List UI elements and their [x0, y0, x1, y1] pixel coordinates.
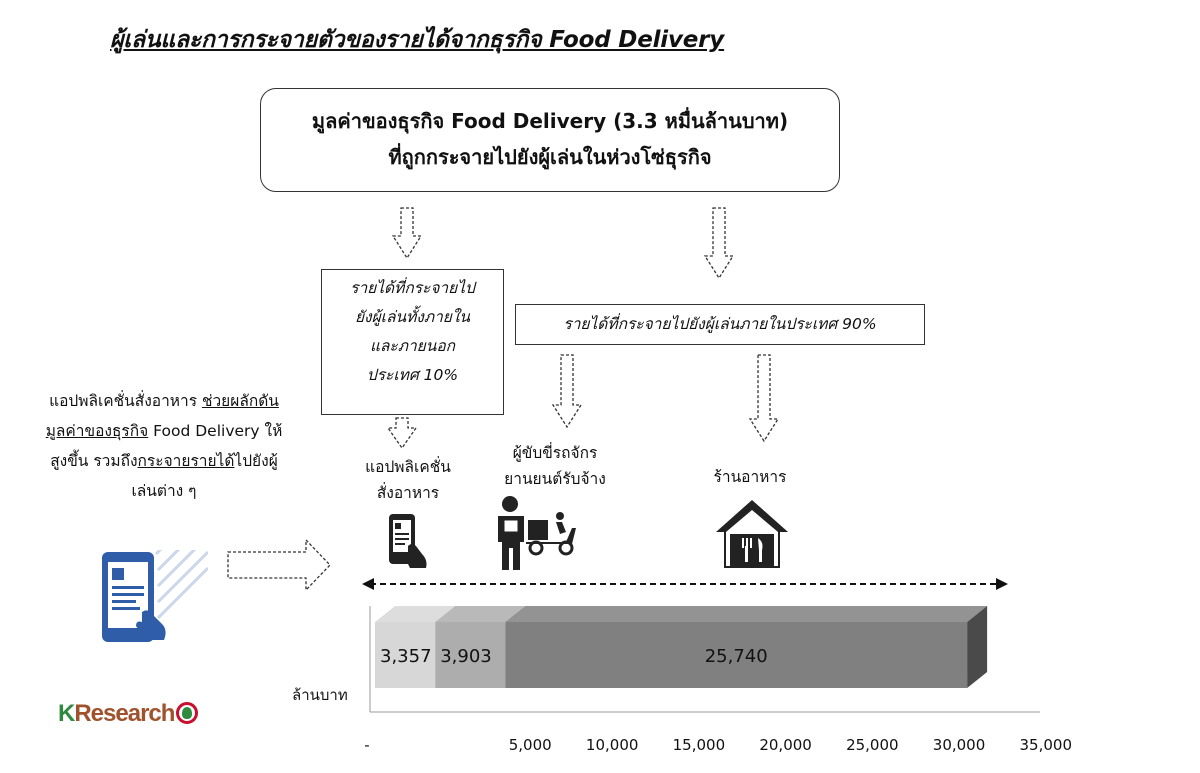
x-tick-label: 15,000	[673, 736, 726, 754]
down-arrow-2	[703, 207, 735, 280]
bar-data-label-3: 25,740	[705, 646, 768, 667]
abroad-share-box: รายได้ที่กระจายไป ยังผู้เล่นทั้งภายใน แล…	[321, 269, 504, 415]
down-arrow-3	[551, 354, 583, 429]
logo-text: Research	[74, 700, 175, 727]
player-label-restaurant: ร้านอาหาร	[713, 468, 787, 486]
logo-emblem-icon	[176, 702, 199, 724]
x-tick-label: 25,000	[846, 736, 899, 754]
bar-segment-top-1	[375, 606, 456, 622]
desc-text-underlined: มูลค่าของธุรกิจ	[45, 422, 149, 440]
player-label-app-line-2: สั่งอาหาร	[376, 484, 440, 502]
abroad-share-line-4: ประเทศ 10%	[366, 366, 459, 384]
desc-text: แอปพลิเคชั่นสั่งอาหาร	[49, 392, 202, 410]
bar-segment-1	[375, 622, 436, 688]
total-value-box: มูลค่าของธุรกิจ Food Delivery (3.3 หมื่น…	[260, 88, 840, 192]
player-label-rider-line-1: ผู้ขับขี่รถจักร	[512, 444, 598, 462]
total-value-line-1: มูลค่าของธุรกิจ Food Delivery (3.3 หมื่น…	[311, 109, 789, 133]
bar-data-label-1: 3,357	[380, 646, 432, 667]
domestic-share-box: รายได้ที่กระจายไปยังผู้เล่นภายในประเทศ 9…	[515, 304, 925, 345]
right-arrow	[227, 538, 331, 592]
abroad-share-line-2: ยังผู้เล่นทั้งภายใน	[354, 308, 471, 326]
desc-text: Food Delivery ให้	[148, 422, 283, 440]
kresearch-logo: KResearch	[58, 700, 199, 728]
desc-text-underlined: ช่วยผลักดัน	[201, 392, 279, 410]
player-label-app-line-1: แอปพลิเคชั่น	[365, 458, 451, 476]
abroad-share-line-3: และภายนอก	[369, 337, 456, 355]
page-title: ผู้เล่นและการกระจายตัวของรายได้จากธุรกิจ…	[110, 27, 725, 53]
x-tick-label: 5,000	[509, 736, 552, 754]
restaurant-icon	[712, 494, 792, 572]
desc-text: สูงขึ้น รวมถึง	[50, 452, 138, 470]
app-description: แอปพลิเคชั่นสั่งอาหาร ช่วยผลักดัน มูลค่า…	[14, 386, 314, 506]
y-axis-unit-label: ล้านบาท	[292, 686, 348, 704]
x-tick-label: 30,000	[933, 736, 986, 754]
abroad-share-line-1: รายได้ที่กระจายไป	[350, 279, 475, 297]
x-tick-label: -	[364, 736, 369, 754]
range-double-arrow	[362, 578, 1008, 590]
player-label-rider: ผู้ขับขี่รถจักร ยานยนต์รับจ้าง	[480, 440, 630, 492]
x-tick-label: 20,000	[759, 736, 812, 754]
desc-text: เล่นต่าง ๆ	[131, 482, 197, 500]
desc-text: ไปยังผู้	[234, 452, 278, 470]
total-value-line-2: ที่ถูกกระจายไปยังผู้เล่นในห่วงโซ่ธุรกิจ	[388, 145, 712, 169]
delivery-rider-icon	[498, 496, 576, 570]
x-tick-label: 10,000	[586, 736, 639, 754]
bar-segment-3	[505, 622, 968, 688]
mobile-app-icon	[102, 550, 208, 642]
bar-data-label-2: 3,903	[440, 646, 492, 667]
bar-segment-2	[435, 622, 506, 688]
bar-3d-side	[967, 606, 988, 688]
x-tick-label: 35,000	[1020, 736, 1073, 754]
bar-segment-top-3	[505, 606, 988, 622]
down-arrow-5	[386, 417, 418, 450]
player-label-app: แอปพลิเคชั่น สั่งอาหาร	[338, 454, 478, 506]
bar-segment-top-2	[435, 606, 526, 622]
bar-3d-top	[375, 606, 988, 688]
phone-tap-icon	[389, 514, 427, 568]
desc-text-underlined: กระจายรายได้	[137, 452, 235, 470]
down-arrow-4	[748, 354, 780, 443]
logo-k: K	[58, 700, 75, 727]
down-arrow-1	[391, 207, 423, 260]
player-label-rider-line-2: ยานยนต์รับจ้าง	[504, 470, 606, 488]
